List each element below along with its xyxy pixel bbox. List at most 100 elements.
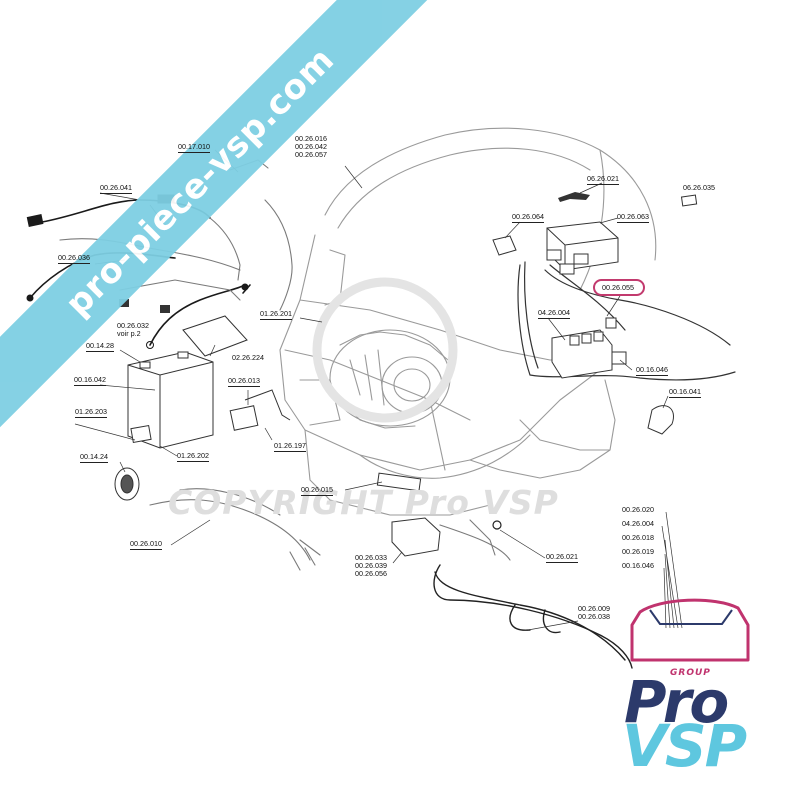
part-label: 00.16.041 bbox=[669, 387, 701, 398]
part-label: 00.14.28 bbox=[86, 341, 114, 352]
harness-grey bbox=[209, 217, 241, 281]
leader-line bbox=[344, 165, 363, 189]
part-label: 00.26.063 bbox=[617, 212, 649, 223]
leader-line bbox=[74, 423, 136, 441]
part-label: 01.26.203 bbox=[75, 407, 107, 418]
engine-block bbox=[339, 331, 449, 361]
part-label: 00.26.038 bbox=[578, 612, 610, 621]
part-label: 02.26.224 bbox=[232, 353, 264, 362]
clip-06-26-021 bbox=[558, 192, 590, 202]
harness-00-26-010 bbox=[289, 539, 321, 571]
part-label: 00.26.019 bbox=[622, 547, 654, 556]
harness-grey bbox=[264, 199, 293, 311]
part-label: 06.26.035 bbox=[683, 183, 715, 192]
body-outline bbox=[429, 399, 446, 471]
part-label: 00.26.010 bbox=[130, 539, 162, 550]
connector-pin bbox=[611, 351, 627, 365]
body-outline bbox=[299, 379, 341, 426]
key-remote bbox=[647, 405, 674, 435]
leader-line bbox=[662, 395, 669, 409]
terminal bbox=[26, 294, 34, 302]
part-label: 00.26.020 bbox=[622, 505, 654, 514]
bracket bbox=[130, 424, 152, 444]
battery-cable bbox=[149, 284, 246, 346]
part-label: 01.26.202 bbox=[177, 451, 209, 462]
battery-cover bbox=[182, 315, 248, 357]
brand-logo: GROUP Pro VSP bbox=[612, 590, 782, 780]
leader-line bbox=[527, 620, 579, 631]
plug-00-26-015 bbox=[376, 472, 422, 492]
body-outline bbox=[519, 419, 611, 451]
leader-line bbox=[344, 481, 383, 491]
part-label: 04.26.004 bbox=[622, 519, 654, 528]
connector-pin bbox=[605, 317, 617, 329]
harness-00-26-009 bbox=[509, 604, 561, 634]
leader-line bbox=[170, 519, 211, 546]
part-label: 00.26.013 bbox=[228, 376, 260, 387]
leader-line bbox=[209, 344, 216, 357]
leader-line bbox=[661, 511, 683, 629]
harness-00-26-055 bbox=[517, 264, 736, 381]
watermark-circle bbox=[312, 277, 458, 423]
leader-line bbox=[99, 192, 141, 201]
part-label-group: 00.26.020 04.26.004 00.26.018 00.26.019 … bbox=[622, 503, 654, 573]
part-label: 00.16.042 bbox=[74, 375, 106, 386]
grommet bbox=[492, 520, 502, 530]
part-label: 00.26.057 bbox=[295, 150, 327, 159]
harness-00-26-009 bbox=[434, 571, 626, 661]
terminal bbox=[241, 283, 249, 291]
engine-block bbox=[349, 349, 385, 406]
harness-00-26-055 bbox=[544, 269, 731, 346]
logo-vsp-text: VSP bbox=[622, 712, 747, 780]
fusebox-00-26-033 bbox=[391, 517, 441, 557]
harness-00-26-021 bbox=[469, 519, 496, 556]
part-label: 01.26.201 bbox=[260, 309, 292, 320]
part-label: 00.16.046 bbox=[622, 561, 654, 570]
fuse bbox=[546, 249, 562, 261]
harness-00-26-021 bbox=[439, 524, 511, 561]
leader-line bbox=[99, 384, 156, 391]
part-label: 00.26.055 bbox=[602, 283, 634, 292]
headlight-plug bbox=[120, 474, 134, 494]
fuse bbox=[573, 253, 589, 265]
connector-pin bbox=[581, 333, 592, 344]
harness-00-26-055 bbox=[549, 264, 626, 331]
harness-00-26-009 bbox=[433, 564, 633, 669]
part-label: 00.26.009 bbox=[578, 604, 610, 613]
part-label: 00.26.064 bbox=[512, 212, 544, 223]
fuse bbox=[559, 263, 575, 275]
body-outline bbox=[469, 379, 616, 479]
battery-terminal bbox=[139, 361, 151, 369]
part-label-group: 00.26.033 00.26.039 00.26.056 bbox=[355, 554, 387, 578]
highlight-ring bbox=[593, 279, 645, 296]
part-label: voir p.2 bbox=[117, 329, 141, 338]
part-label: 04.26.004 bbox=[538, 308, 570, 319]
connector-pin bbox=[569, 335, 580, 346]
connector bbox=[26, 214, 44, 227]
logo-car bbox=[630, 598, 750, 662]
engine-block bbox=[381, 356, 443, 414]
harness-00-26-010 bbox=[179, 488, 281, 516]
part-label: 00.26.032 bbox=[117, 321, 149, 330]
part-label: 00.26.056 bbox=[355, 569, 387, 578]
connector-block bbox=[551, 329, 613, 379]
module bbox=[680, 194, 698, 207]
leader-line bbox=[119, 349, 141, 363]
leader-line bbox=[606, 295, 621, 317]
part-label: 00.16.046 bbox=[636, 365, 668, 376]
leader-line bbox=[547, 317, 566, 341]
key-remote bbox=[492, 235, 517, 256]
logo-group-text: GROUP bbox=[670, 668, 711, 678]
leader-line bbox=[119, 461, 126, 473]
leader-line bbox=[299, 317, 323, 323]
part-label: 00.26.015 bbox=[301, 485, 333, 496]
connector bbox=[160, 305, 170, 313]
part-label: 06.26.021 bbox=[587, 174, 619, 185]
body-outline bbox=[359, 434, 531, 479]
part-label: 00.26.041 bbox=[100, 183, 132, 194]
battery-terminal bbox=[177, 351, 189, 359]
part-label: 00.26.021 bbox=[546, 552, 578, 563]
part-label: 01.26.197 bbox=[274, 441, 306, 452]
